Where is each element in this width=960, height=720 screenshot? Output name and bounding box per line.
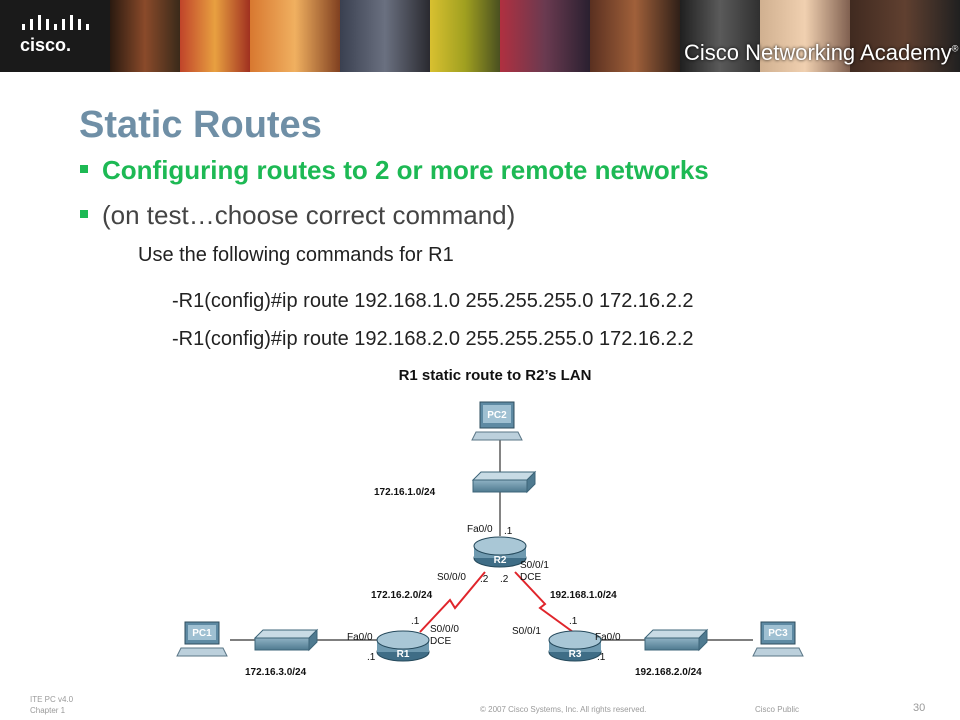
banner-photo <box>250 0 340 72</box>
interface-label: S0/0/0 <box>437 572 466 583</box>
banner-photo <box>110 0 180 72</box>
pc-icon[interactable]: PC1 <box>176 621 228 657</box>
network-label: 192.168.2.0/24 <box>635 667 702 678</box>
ip-label: .1 <box>411 616 420 627</box>
ip-label: .1 <box>504 526 513 537</box>
ip-label: .1 <box>367 652 376 663</box>
device-label: PC1 <box>192 628 212 639</box>
device-label: PC2 <box>487 410 507 421</box>
cisco-logo: cisco. <box>20 15 89 55</box>
footer-course: ITE PC v4.0 <box>30 695 74 704</box>
command-line: -R1(config)#ip route 192.168.2.0 255.255… <box>172 328 694 350</box>
page-number: 30 <box>913 702 926 714</box>
footer-copyright: © 2007 Cisco Systems, Inc. All rights re… <box>480 705 647 714</box>
ip-label: .2 <box>480 574 489 585</box>
banner-photo <box>340 0 430 72</box>
instruction-text: Use the following commands for R1 <box>138 244 454 266</box>
trademark-symbol: ® <box>951 43 959 54</box>
network-label: 172.16.3.0/24 <box>245 667 307 678</box>
serial-link-icon <box>514 571 574 633</box>
ip-label: .1 <box>597 652 606 663</box>
banner-photo <box>500 0 590 72</box>
bullet-square-icon <box>80 210 88 219</box>
footer-chapter: Chapter 1 <box>30 706 66 715</box>
pc-icon[interactable]: PC2 <box>471 401 523 441</box>
academy-brand: Cisco Networking Academy® <box>684 40 958 66</box>
network-label: 172.16.1.0/24 <box>374 487 436 498</box>
device-label: R1 <box>397 649 410 660</box>
banner-photo <box>430 0 500 72</box>
dce-label: DCE <box>520 572 541 583</box>
bullet-square-icon <box>80 165 88 174</box>
serial-link-icon <box>419 571 486 633</box>
device-label: PC3 <box>768 628 788 639</box>
header-banner: cisco. Cisco Networking Academy® <box>0 0 960 72</box>
footer-classification: Cisco Public <box>755 705 800 714</box>
command-line: -R1(config)#ip route 192.168.1.0 255.255… <box>172 290 694 312</box>
diagram-title: R1 static route to R2’s LAN <box>399 367 592 384</box>
ip-label: .2 <box>500 574 509 585</box>
pc-icon[interactable]: PC3 <box>752 621 804 657</box>
router-icon[interactable]: R1 <box>376 630 430 662</box>
academy-brand-label: Cisco Networking Academy <box>684 40 952 65</box>
interface-label: S0/0/1 <box>512 626 541 637</box>
device-label: R2 <box>494 555 507 566</box>
interface-label: Fa0/0 <box>467 524 493 535</box>
svg-text:cisco.: cisco. <box>20 35 71 55</box>
router-icon[interactable]: R3 <box>548 630 602 662</box>
banner-photo <box>850 0 960 72</box>
ethernet-links <box>230 438 753 641</box>
dce-label: DCE <box>430 636 451 647</box>
network-label: 192.168.1.0/24 <box>550 590 617 601</box>
banner-photo <box>590 0 680 72</box>
banner-photo <box>680 0 760 72</box>
switch-icon[interactable] <box>643 628 709 652</box>
interface-label: S0/0/1 <box>520 560 549 571</box>
interface-label: Fa0/0 <box>595 632 621 643</box>
switch-icon[interactable] <box>471 470 537 494</box>
bullet-item: Configuring routes to 2 or more remote n… <box>80 155 709 186</box>
network-label: 172.16.2.0/24 <box>371 590 433 601</box>
ip-label: .1 <box>569 616 578 627</box>
banner-photo <box>180 0 250 72</box>
device-label: R3 <box>569 649 582 660</box>
bullet-text: Configuring routes to 2 or more remote n… <box>102 155 709 185</box>
router-icon[interactable]: R2 <box>473 536 527 568</box>
interface-label: S0/0/0 <box>430 624 459 635</box>
interface-label: Fa0/0 <box>347 632 373 643</box>
bullet-item: (on test…choose correct command) <box>80 200 515 231</box>
switch-icon[interactable] <box>253 628 319 652</box>
bullet-text: (on test…choose correct command) <box>102 200 516 230</box>
banner-photo <box>760 0 850 72</box>
slide-title: Static Routes <box>79 104 322 146</box>
topology-diagram: R1 static route to R2’s LAN PC2 172.16.1… <box>176 367 804 678</box>
footer-course-info: ITE PC v4.0 Chapter 1 <box>30 694 73 716</box>
